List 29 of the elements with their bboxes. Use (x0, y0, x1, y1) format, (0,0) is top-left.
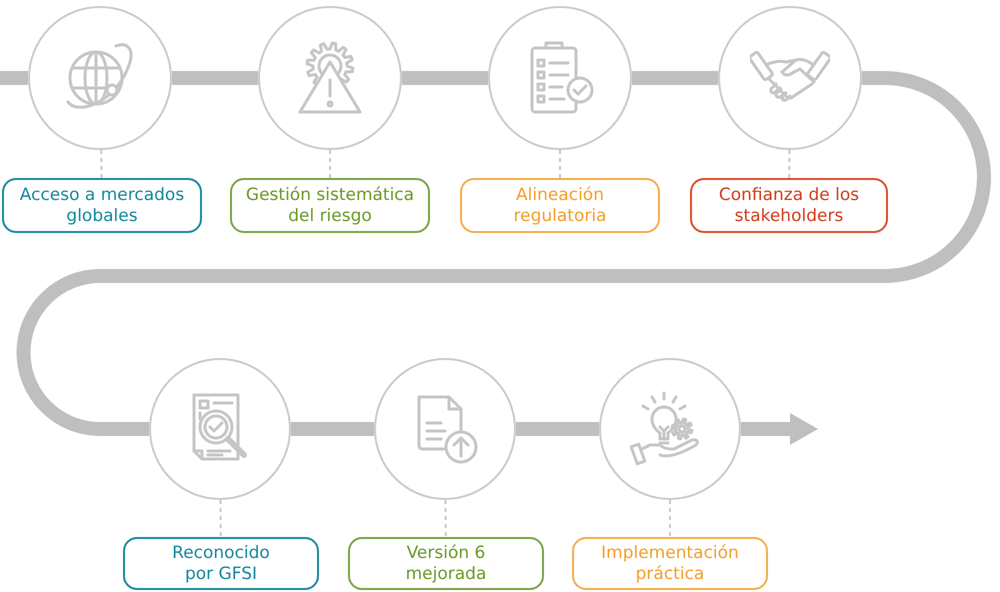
step-label: Implementación práctica (600, 542, 740, 584)
track-line (402, 71, 488, 85)
track-line (632, 71, 718, 85)
track-arrow (741, 413, 818, 445)
dashed-connector (329, 150, 331, 178)
track-line (172, 71, 258, 85)
dashed-connector (788, 150, 790, 178)
label-box (460, 178, 660, 233)
label-box (690, 178, 888, 233)
label-box (2, 178, 202, 233)
label-box (572, 537, 768, 590)
track-line (291, 422, 374, 436)
track-line (0, 71, 28, 85)
dashed-connector (100, 150, 103, 178)
label-box (348, 537, 544, 590)
track-line (516, 422, 599, 436)
dashed-connector (669, 500, 671, 537)
step-label: Alineación regulatoria (512, 184, 608, 226)
step-label: Reconocido por GFSI (171, 542, 271, 584)
dashed-connector (444, 500, 447, 537)
dashed-connector (220, 500, 222, 537)
step-label: Versión 6 mejorada (404, 542, 488, 584)
label-box (123, 537, 319, 590)
step-label: Gestión sistemática del riesgo (244, 184, 416, 226)
dashed-connector (559, 150, 561, 178)
label-box (230, 178, 430, 233)
step-label: Acceso a mercados globales (18, 184, 186, 226)
track-line (16, 71, 991, 436)
step-label: Confianza de los stakeholders (718, 184, 860, 226)
